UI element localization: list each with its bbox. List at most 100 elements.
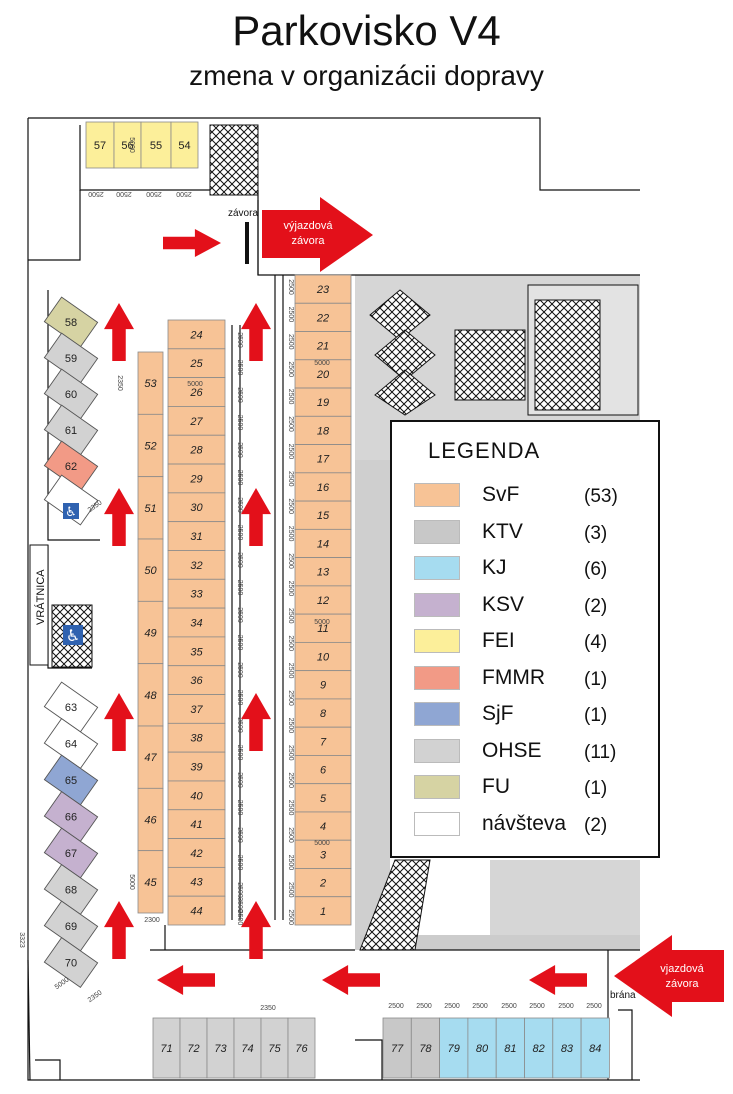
- legend-swatch: [414, 592, 460, 617]
- building-areas: [51, 124, 640, 951]
- spot-number: 60: [65, 389, 77, 401]
- dimension-2500: 2500: [287, 389, 294, 405]
- parking-spot-47: 47: [137, 725, 164, 789]
- spot-number: 15: [317, 510, 330, 522]
- parking-spot-46: 46: [137, 787, 164, 852]
- dimension-2500: 2500: [236, 442, 243, 458]
- spot-number: 61: [65, 425, 77, 437]
- guardhouse: [29, 544, 49, 666]
- dimension-2500: 2500: [236, 332, 243, 348]
- parking-spot-52: 52: [137, 413, 164, 478]
- spot-number: 62: [65, 461, 77, 473]
- parking-spot-22: 22: [294, 302, 352, 332]
- map-title: Parkovisko V4: [232, 7, 501, 54]
- parking-spot-48: 48: [137, 663, 164, 727]
- spot-number: 71: [160, 1043, 172, 1055]
- dimension-2500: 2500: [236, 470, 243, 486]
- parking-spot-39: 39: [167, 751, 226, 782]
- spot-number: 6: [320, 765, 327, 777]
- legend-item-navsteva: návšteva(2): [414, 809, 644, 839]
- legend-count: (2): [584, 814, 608, 836]
- legend-title: LEGENDA: [428, 438, 541, 463]
- parking-spot-41: 41: [167, 809, 226, 839]
- dimension-2500: 2500: [236, 552, 243, 568]
- entry-gate-label-line2: závora: [665, 978, 699, 990]
- spot-number: 28: [189, 445, 203, 457]
- dimension-2500: 2500: [287, 690, 294, 706]
- spot-number: 56: [121, 140, 133, 152]
- parking-spot-81: 81: [495, 1017, 525, 1079]
- parking-spot-50: 50: [137, 538, 164, 602]
- dimension-2500: 2500: [287, 635, 294, 651]
- spot-number: 7: [320, 736, 327, 748]
- legend-item-fei: FEI(4): [414, 626, 644, 656]
- dimension-2500: 2500: [236, 745, 243, 761]
- parking-spot-31: 31: [167, 521, 226, 551]
- dimension-2350: 2350: [116, 375, 123, 391]
- legend-item-ksv: KSV(2): [414, 590, 644, 620]
- parking-spot-67: 67: [43, 827, 99, 879]
- spot-number: 83: [561, 1043, 574, 1055]
- parking-spot-82: 82: [524, 1017, 554, 1079]
- dimension-2500: 2500: [287, 745, 294, 761]
- parking-spot-12: 12: [294, 585, 352, 615]
- dimension-5000: 5000: [314, 619, 330, 626]
- spot-number: 49: [144, 627, 156, 639]
- spot-number: 17: [317, 454, 330, 466]
- parking-spot-69: 69: [43, 900, 99, 952]
- spot-number: 9: [320, 680, 326, 692]
- parking-spot-34: 34: [167, 607, 226, 638]
- dimension-2500: 2500: [287, 307, 294, 323]
- legend-swatch: [414, 775, 460, 799]
- legend-item-svf: SvF(53): [414, 480, 644, 510]
- spot-number: 24: [189, 329, 202, 341]
- spot-number: 18: [317, 425, 330, 437]
- dimension-2500: 2500: [287, 416, 294, 432]
- spot-number: 16: [317, 482, 330, 494]
- parking-spot-71: 71: [152, 1017, 181, 1079]
- traffic-arrow-left: [322, 965, 380, 995]
- parking-spot-9: 9: [294, 670, 352, 700]
- dimension-2500: 2500: [236, 607, 243, 623]
- spot-number: 3: [320, 849, 327, 861]
- parking-spot-59: 59: [43, 332, 99, 384]
- legend-swatch: [414, 556, 460, 580]
- legend-swatch: [414, 702, 460, 726]
- spot-number: 48: [144, 690, 157, 702]
- spot-number: 13: [317, 567, 330, 579]
- parking-spot-8: 8: [294, 698, 352, 728]
- traffic-arrow-up: [241, 901, 271, 959]
- legend-count: (6): [584, 559, 608, 580]
- spot-number: 59: [65, 353, 77, 365]
- spot-number: 5: [320, 793, 327, 805]
- map-subtitle: zmena v organizácii dopravy: [189, 60, 544, 91]
- legend-count: (1): [584, 778, 608, 799]
- dimension-2500: 2500: [88, 190, 104, 197]
- dimension-3323: 3323: [18, 932, 25, 948]
- spot-number: 23: [316, 284, 330, 296]
- wheelchair-icon: ♿: [63, 625, 83, 645]
- parking-spot-84: 84: [580, 1017, 610, 1079]
- legend-count: (2): [584, 595, 608, 617]
- spot-number: 72: [187, 1043, 199, 1055]
- dimension-2500: 2500: [287, 553, 294, 569]
- dimension-2500: 2500: [236, 690, 243, 706]
- parking-spot-21: 21: [294, 331, 352, 361]
- entry-gate-sign: vjazdová závora: [614, 935, 724, 1017]
- legend-swatch: [414, 665, 460, 690]
- spot-number: 77: [391, 1043, 404, 1055]
- parking-spot-5: 5: [294, 783, 352, 813]
- parking-spot-6: 6: [294, 755, 352, 785]
- parking-spot-30: 30: [167, 492, 226, 523]
- dimension-2500: 2500: [116, 190, 132, 197]
- dimension-2500: 2500: [287, 471, 294, 487]
- spot-number: 46: [144, 814, 157, 826]
- parking-spot-42: 42: [167, 838, 226, 868]
- spot-number: 57: [94, 140, 106, 152]
- dimension-5000: 5000: [314, 360, 330, 367]
- legend-count: (4): [584, 632, 608, 653]
- dimension-2500: 2500: [287, 800, 294, 816]
- dimension-2500: 2500: [176, 190, 192, 197]
- spot-number: 68: [65, 885, 77, 897]
